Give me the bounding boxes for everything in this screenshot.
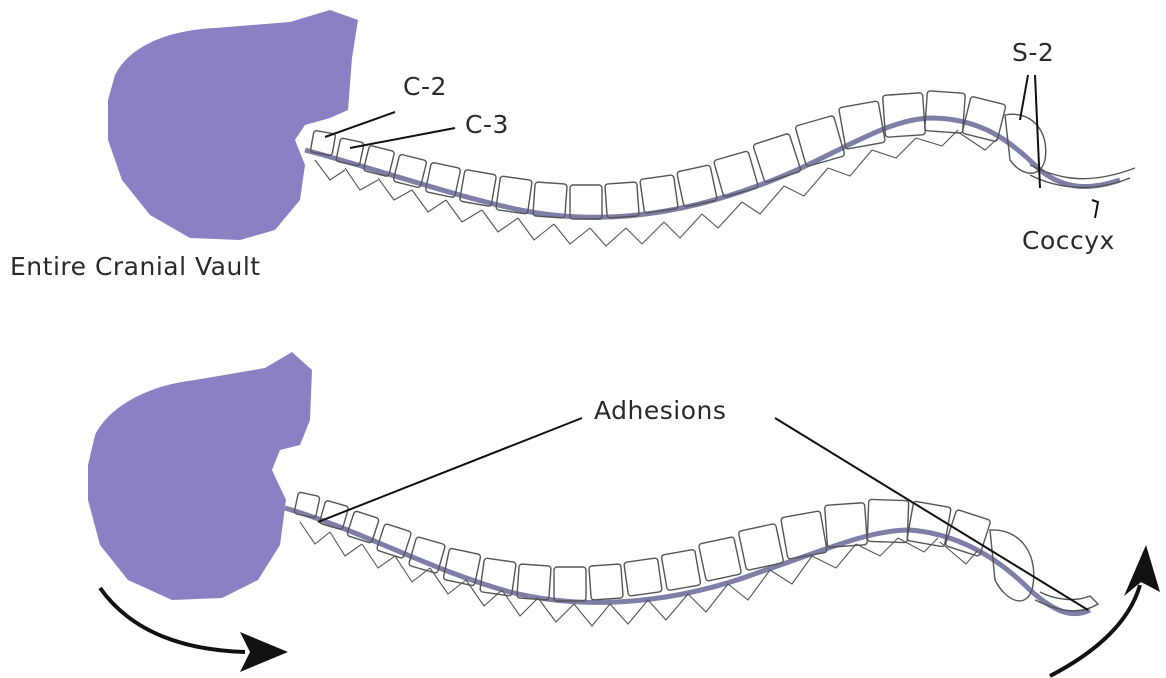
bottom-cranial-vault-shape xyxy=(88,352,312,600)
top-spine-diagram xyxy=(108,10,1135,246)
label-cranial-vault: Entire Cranial Vault xyxy=(10,252,261,281)
label-c3: C-3 xyxy=(465,110,509,139)
label-coccyx: Coccyx xyxy=(1022,226,1115,255)
top-spinous-processes xyxy=(315,130,998,246)
label-s2: S-2 xyxy=(1012,38,1054,67)
label-adhesions: Adhesions xyxy=(594,396,726,425)
label-c2: C-2 xyxy=(403,72,447,101)
top-cranial-vault-shape xyxy=(108,10,358,240)
bottom-spinous-processes xyxy=(300,522,978,626)
rotation-arrow-left xyxy=(100,588,288,672)
